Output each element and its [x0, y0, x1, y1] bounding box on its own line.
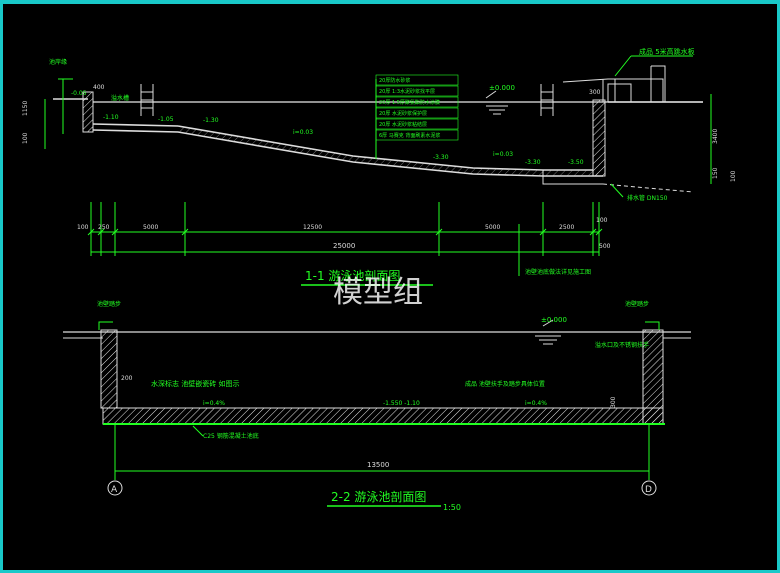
s2-left-step: [98, 321, 113, 330]
dim-left-2: 100: [22, 132, 29, 144]
s2-water-marker: [535, 319, 561, 345]
layer-box: [375, 107, 459, 119]
dim-text: 100: [77, 224, 89, 231]
s2-slope-left: i=0.4%: [203, 400, 225, 407]
dim-text: 2500: [559, 224, 574, 231]
layer-box: [375, 96, 459, 108]
axis-a-bubble: [107, 480, 123, 496]
deep-wall-hatch: [592, 99, 606, 177]
dim-right-500: 500: [599, 243, 611, 250]
left-wall-hatch: [82, 91, 94, 133]
diving-board-base: [607, 83, 632, 103]
dim-left-1: 1150: [22, 101, 29, 116]
section-1-title: 1-1 游泳池剖面图: [305, 269, 400, 283]
s2-bottom-leader: [192, 425, 204, 437]
layer-box: [375, 85, 459, 97]
layer-item: 20厚 1:3水泥砂浆找平层: [379, 88, 435, 95]
dim-tick-mark: [181, 228, 189, 236]
section-1-1: ±0.000 20厚防水砂浆 20厚 1:3水泥砂浆找平层 20厚 1.5厚聚氨酯防…: [22, 47, 737, 286]
slope-2: i=0.03: [493, 151, 513, 158]
dim-right-1: 3400: [712, 129, 719, 144]
left-edge-label: 池岸缘: [49, 58, 67, 66]
layer-box: [375, 118, 459, 130]
dim-text: 12500: [303, 224, 322, 231]
s2-water-text: ±0.000: [541, 316, 567, 324]
s2-left-wall: [100, 329, 118, 409]
dim-text: 5000: [143, 224, 158, 231]
dim-right-top: 300: [589, 89, 601, 96]
bottom-pipe-label: 排水管 DN150: [627, 194, 668, 202]
s2-right-step: [645, 321, 660, 330]
axis-d-text: D: [645, 485, 652, 495]
section-2-title: 2-2 游泳池剖面图: [331, 490, 426, 504]
floor-hatch: [178, 126, 603, 176]
note-label: 池壁池底做法详见施工图: [525, 268, 591, 276]
level-c: -1.05: [158, 116, 174, 123]
watermark-text: 模型组: [333, 275, 423, 310]
dim-ticks: [87, 202, 603, 256]
water-level-text: ±0.000: [489, 84, 515, 92]
s2-label-right-small: 溢水口及不锈钢扶手: [595, 341, 649, 349]
dim-text: 5000: [485, 224, 500, 231]
bottom-pipe-leader: [610, 183, 624, 198]
dim-tick-mark: [435, 228, 443, 236]
water-level-marker: [485, 90, 508, 115]
section-drawing: ±0.000 20厚防水砂浆 20厚 1:3水泥砂浆找平层 20厚 1.5厚聚氨酯防…: [22, 47, 737, 512]
dim-tick-mark: [539, 228, 547, 236]
layer-item: 6厚 马赛克 背面刷素水泥浆: [379, 132, 440, 139]
layer-box: [375, 129, 459, 141]
left-ladder: [140, 84, 154, 116]
s2-label-top-right: 池壁踏步: [625, 300, 649, 308]
left-drain-edge: [58, 78, 73, 134]
dim-text: 250: [98, 224, 110, 231]
level-a: -0.05: [71, 90, 87, 97]
total-dim-text: 25000: [333, 242, 355, 250]
drain-label: 溢水槽: [111, 94, 129, 102]
layer-box: [375, 74, 459, 86]
s2-slope-mid: -1.550 -1.10: [383, 400, 420, 407]
level-d: -1.30: [203, 117, 219, 124]
layer-item: 20厚 水泥砂浆粘结层: [379, 121, 427, 128]
s2-label-left-mid: 水深标志 池壁嵌瓷砖 如图示: [151, 379, 239, 388]
layer-item: 20厚 水泥砂浆保护层: [379, 110, 427, 117]
level-e: -3.30: [433, 154, 449, 161]
s2-right-height: 300: [610, 396, 617, 408]
diving-leader: [614, 55, 632, 77]
s2-label-top-left: 池壁踏步: [97, 300, 121, 308]
dim-tick-mark: [97, 228, 105, 236]
dim-tick-mark: [111, 228, 119, 236]
section-2-2: ±0.000 池壁踏步 池壁踏步 水深标志 池壁嵌瓷砖 如图示 成品 池壁扶手及…: [63, 300, 691, 512]
dim-texts: 100 250 5000 12500 5000 2500: [77, 224, 574, 231]
right-ladder: [540, 84, 554, 116]
level-b: -1.10: [103, 114, 119, 121]
dim-tick-mark: [595, 228, 603, 236]
level-g: -3.50: [568, 159, 584, 166]
s2-slope-right: i=0.4%: [525, 400, 547, 407]
diving-board: [562, 65, 666, 102]
s2-total-dim-text: 13500: [367, 461, 389, 469]
s2-label-bottom: C25 钢筋混凝土池底: [203, 432, 259, 440]
dim-right-3: 100: [730, 170, 737, 182]
slope-1: i=0.03: [293, 129, 313, 136]
axis-a-text: A: [111, 485, 118, 495]
section-2-scale: 1:50: [443, 503, 461, 512]
diving-board-label: 成品 5米高跳水板: [639, 47, 695, 56]
deep-pit: [542, 170, 603, 185]
layer-item: 20厚防水砂浆: [379, 77, 410, 84]
shallow-floor: [92, 123, 179, 127]
layer-item: 20厚 1.5厚聚氨酯防水涂膜: [379, 99, 440, 106]
dim-right-2: 150: [712, 167, 719, 179]
s2-left-height: 200: [121, 375, 133, 382]
level-f: -3.30: [525, 159, 541, 166]
s2-bottom-slab: [102, 407, 664, 425]
dim-tick-mark: [589, 228, 597, 236]
ground-dash: [602, 183, 694, 193]
dim-tick-mark: [87, 228, 95, 236]
layer-list: 20厚防水砂浆 20厚 1:3水泥砂浆找平层 20厚 1.5厚聚氨酯防水涂膜 20厚 …: [375, 74, 459, 141]
s2-label-right-mid: 成品 池壁扶手及踏步具体位置: [465, 380, 545, 388]
dim-top: 400: [93, 84, 105, 91]
dim-right-100: 100: [596, 217, 608, 224]
axis-d-bubble: [641, 480, 657, 496]
